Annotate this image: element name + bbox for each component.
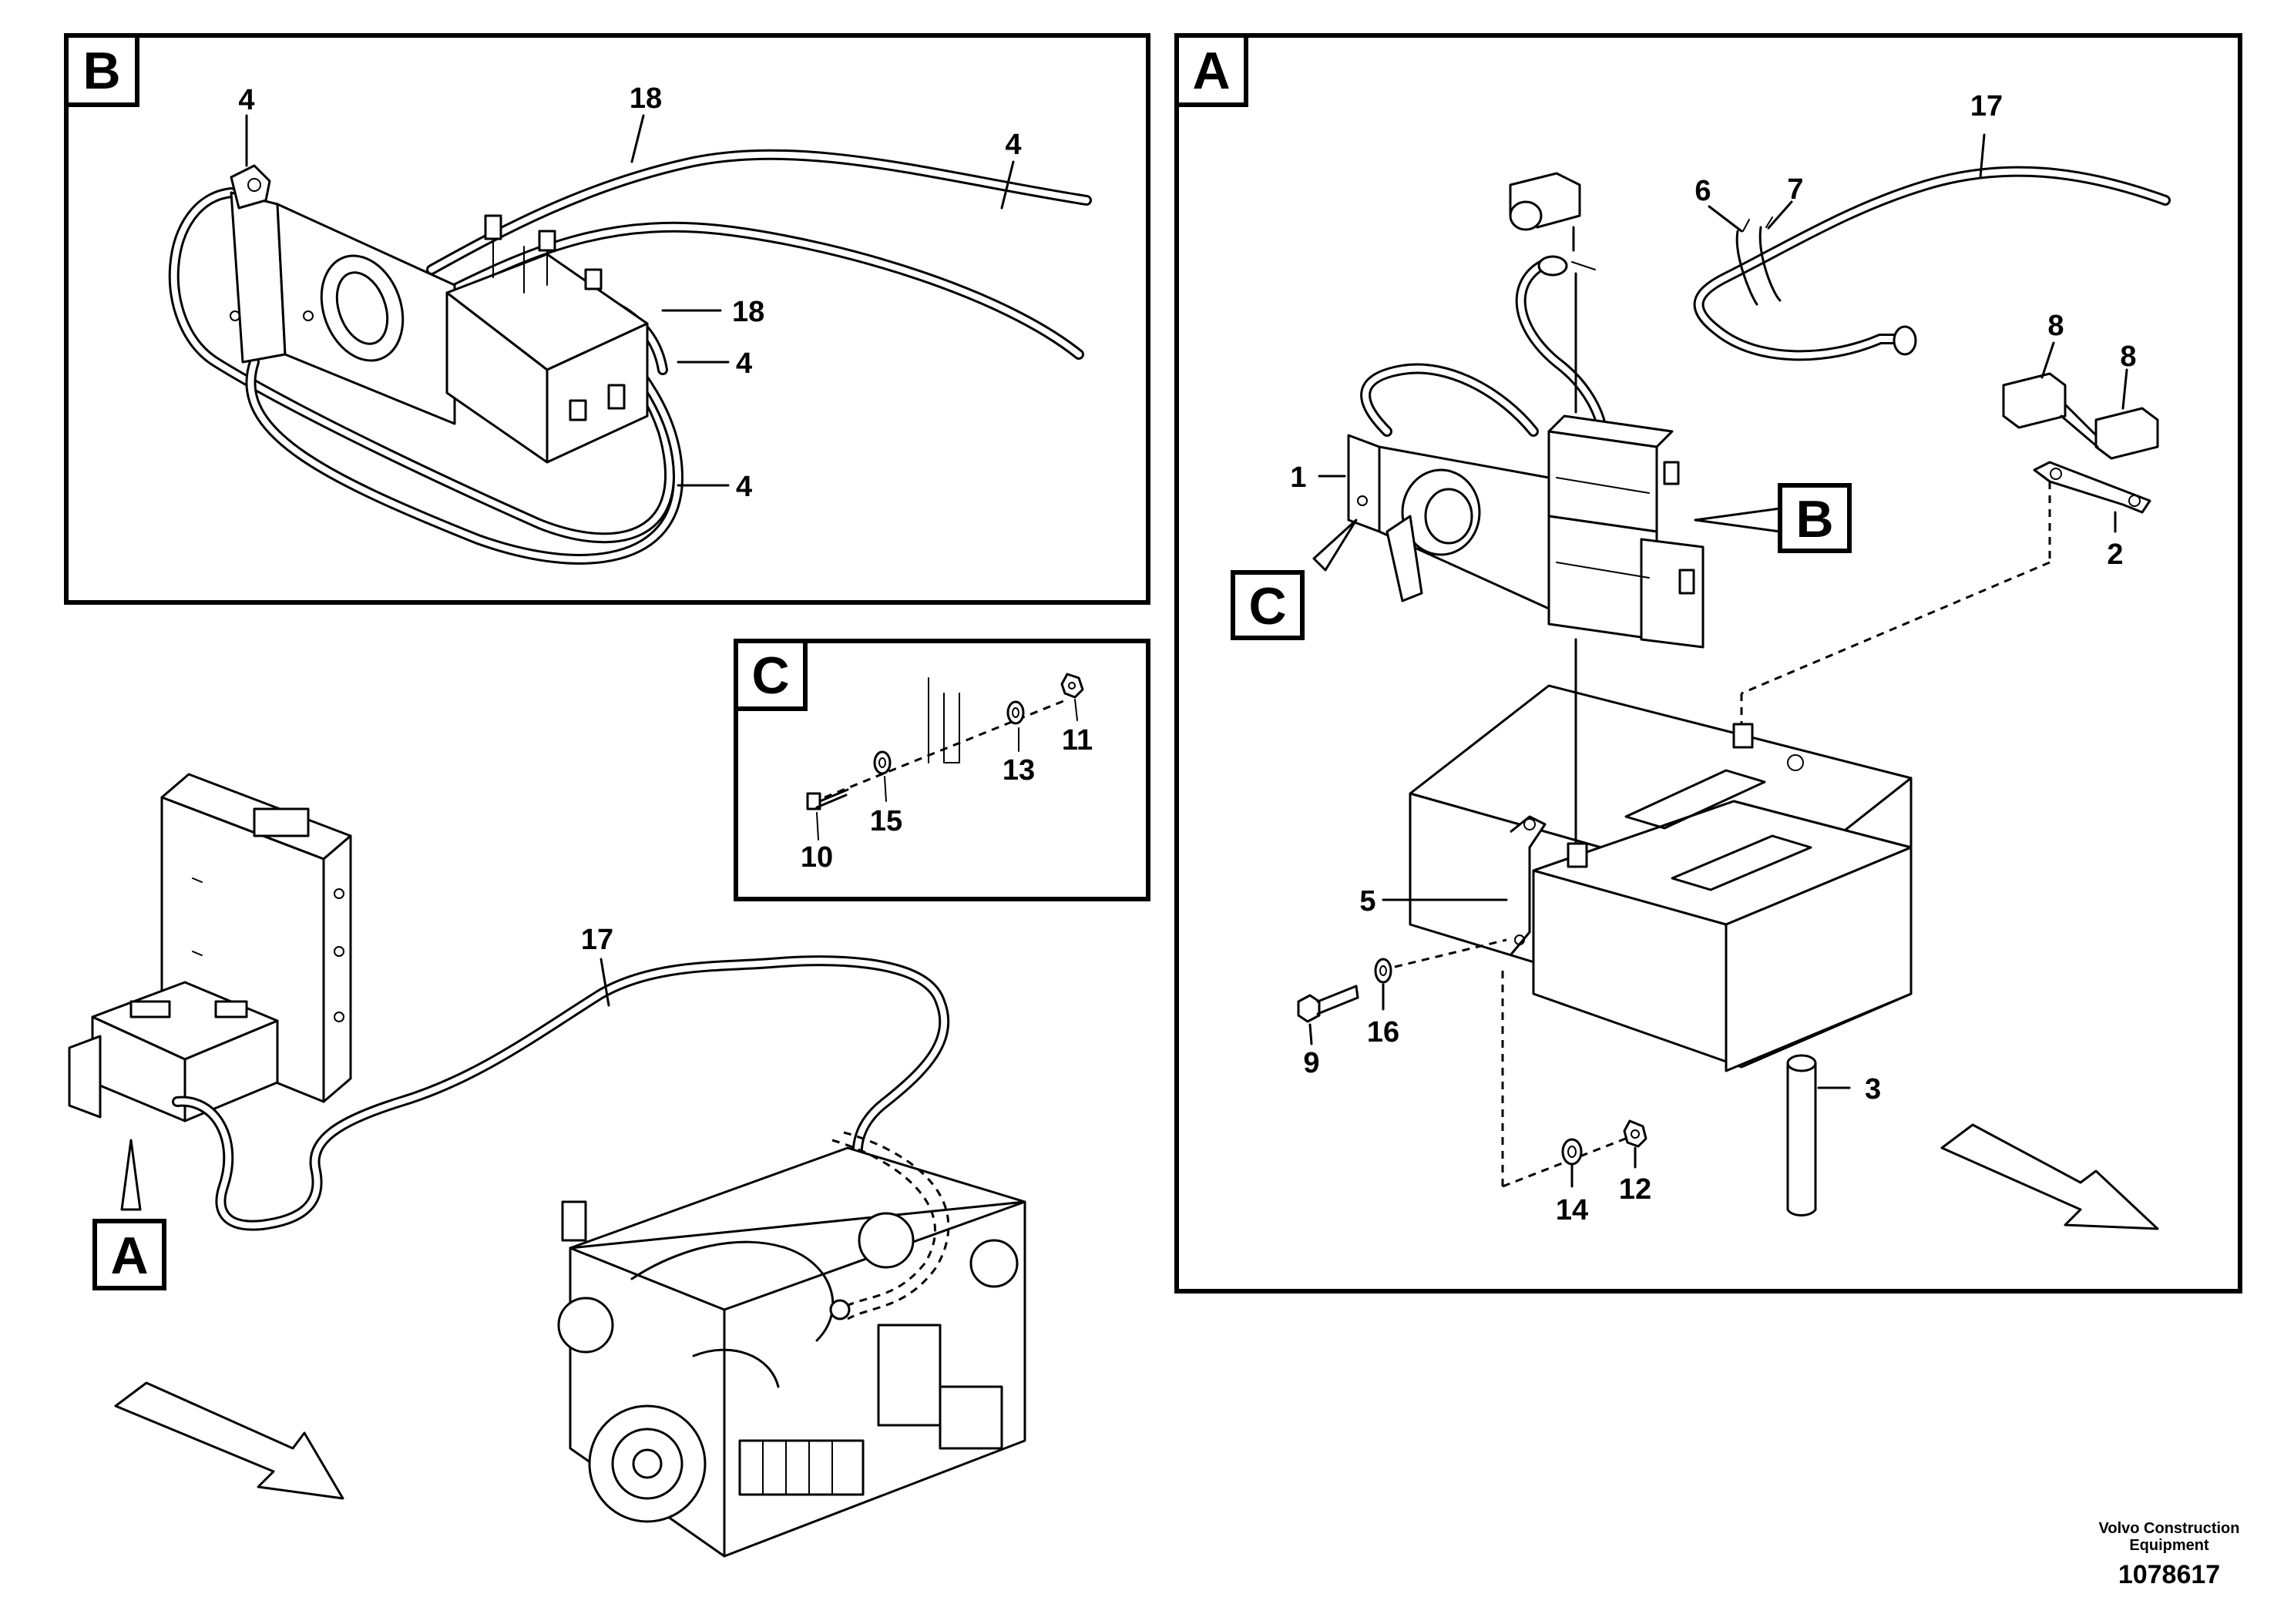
callout-a-6: 6 [1694,175,1711,207]
callout-b-4-bottom: 4 [736,471,752,503]
direction-arrow-icon-overview [114,1381,344,1500]
washer-13 [1006,700,1025,725]
callout-a-1: 1 [1290,461,1306,494]
callout-c-10: 10 [801,841,833,874]
callout-c-11: 11 [1062,724,1093,757]
overview-ref-a: A [92,1139,166,1290]
view-c-panel: C 10 15 13 11 [734,639,1150,901]
view-a-bolt-9 [1297,938,1507,1023]
view-a-frame [1174,33,2242,1293]
callout-b-18-top: 18 [630,82,662,115]
pointer-arrow-icon-b [1694,507,1782,533]
overview-battery-box [68,981,279,1122]
view-a-bracket-5 [1509,815,1547,956]
view-c-label: C [751,646,789,705]
callout-a-9: 9 [1303,1047,1319,1079]
view-b-bracket [230,164,456,425]
view-a-callouts: 17 6 7 8 8 2 1 5 9 16 14 12 3 [1290,90,2136,1226]
overview-callout-17: 17 [581,924,613,956]
view-b-frame [64,33,1150,605]
callout-b-4-top-right: 4 [1005,129,1021,161]
view-b-label: B [82,42,120,100]
callout-a-5: 5 [1359,885,1375,918]
nut-12 [1623,1119,1647,1148]
view-a-battery [1409,638,1913,1072]
washer-14 [1561,1138,1583,1166]
direction-arrow-icon-a [1940,1123,2159,1230]
footer-company-line2: Equipment [2129,1537,2209,1554]
view-b-callouts: 4 18 4 18 4 4 [238,82,1021,503]
key-handle [1385,515,1423,602]
callout-c-15: 15 [870,805,902,837]
view-a-cable-17 [1693,166,2171,361]
view-a-hardware-lower [1501,971,1647,1188]
view-a-ref-b: B [1694,483,1852,553]
view-a-connector [1740,372,2159,732]
view-c-frame [734,639,1150,901]
bolt-10 [806,788,849,810]
view-c-label-box [734,639,808,711]
callout-a-14: 14 [1556,1194,1588,1226]
washer-15 [873,750,892,775]
pointer-arrow-icon-overview [120,1139,142,1211]
pointer-arrow-icon-c [1312,518,1358,572]
nut-11 [1060,673,1084,699]
callout-a-16: 16 [1367,1016,1399,1049]
callout-c-13: 13 [1003,754,1035,787]
overview-engine [557,1131,1026,1558]
view-c-callouts: 10 15 13 11 [801,699,1093,874]
view-a-label-box [1174,33,1248,107]
view-a-tube-3 [1786,1054,1817,1216]
ref-b-label: B [1795,490,1833,549]
footer-company-line1: Volvo Construction [2099,1520,2240,1537]
footer: Volvo Construction Equipment 1078617 [2099,1520,2240,1589]
callout-a-8-left: 8 [2047,310,2064,342]
document-number: 1078617 [2118,1560,2220,1589]
view-a-label: A [1192,42,1230,100]
callout-a-17: 17 [1970,90,2003,122]
view-a-switch-assembly [1347,363,1705,649]
connector-8-left [2002,372,2067,429]
callout-b-18-mid: 18 [732,296,764,328]
callout-b-4-mid: 4 [736,347,752,380]
view-b-panel: B [64,33,1150,605]
view-a-ref-c: C [1231,518,1358,640]
callout-a-3: 3 [1865,1073,1881,1106]
callout-a-12: 12 [1619,1173,1651,1206]
overview-ref-a-label: A [110,1226,148,1285]
callout-a-8-right: 8 [2120,341,2136,373]
connector-8-right [2094,407,2159,460]
view-b-label-box [64,33,139,107]
callout-a-2: 2 [2107,539,2123,571]
view-c-hardware [806,673,1084,810]
view-a-positive-cable [1509,172,1608,445]
view-a-panel: A [1174,33,2242,1293]
overview-panel: 17 [68,773,1026,1558]
washer-16 [1374,958,1392,984]
callout-a-7: 7 [1787,173,1803,206]
callout-b-4-top-left: 4 [238,84,254,116]
view-b-switch-box [445,214,649,464]
ref-c-label: C [1248,577,1286,636]
